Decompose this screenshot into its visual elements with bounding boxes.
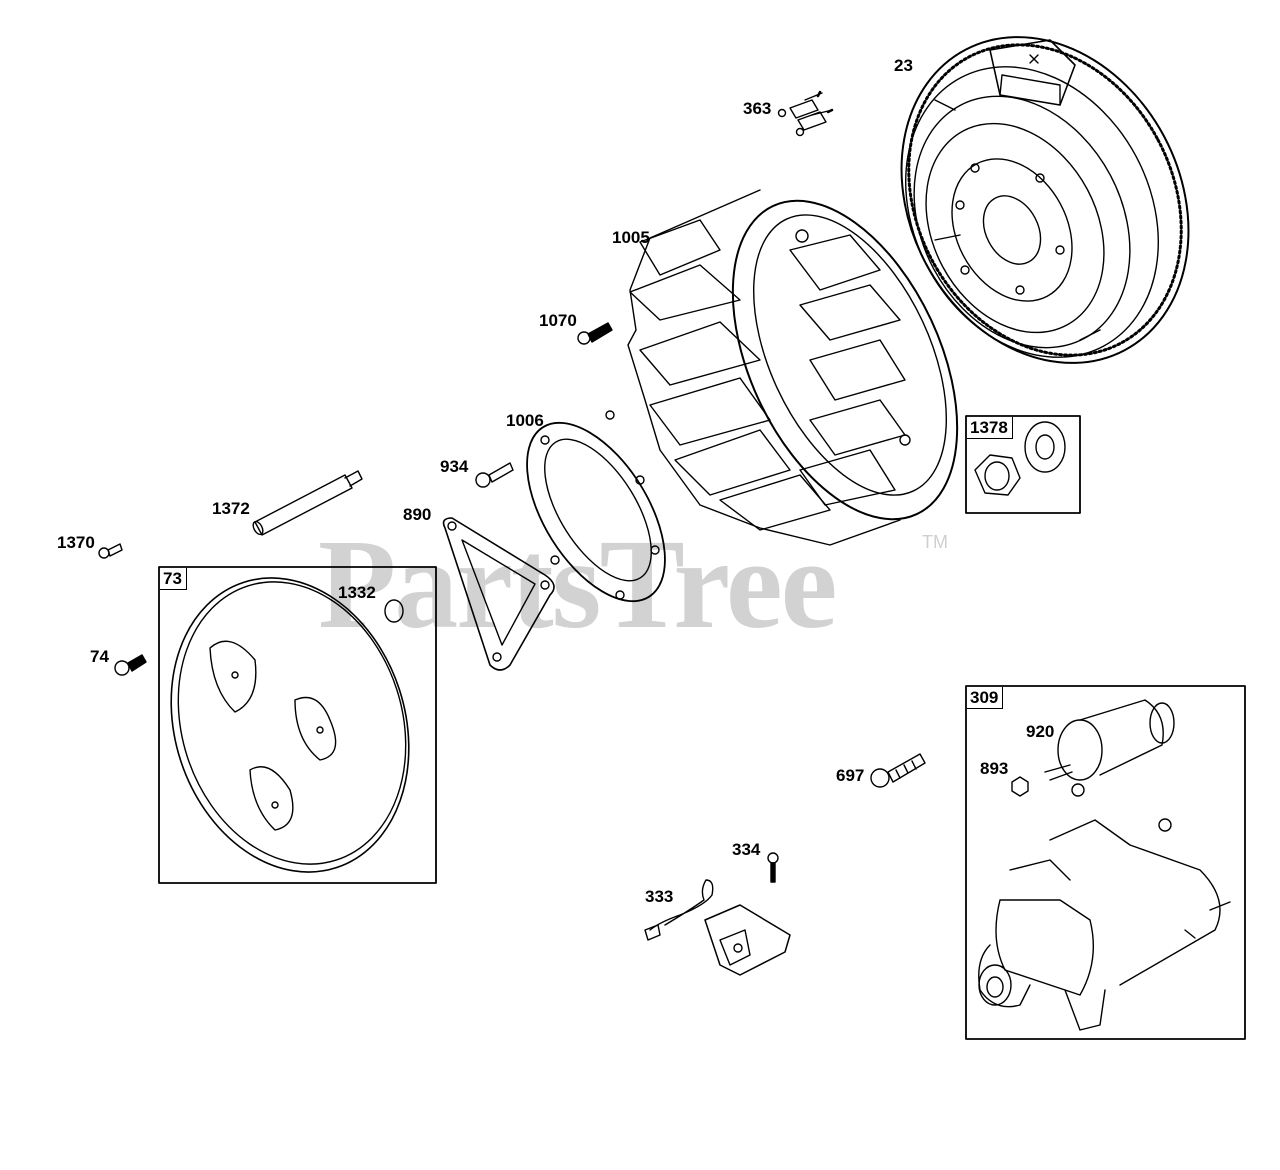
washer-part-1332[interactable] xyxy=(384,599,404,623)
spacer-part-1372[interactable] xyxy=(251,470,363,536)
callout-1070[interactable]: 1070 xyxy=(539,311,577,330)
screw-part-1370[interactable] xyxy=(98,543,123,559)
box-label-1378[interactable]: 1378 xyxy=(967,417,1013,439)
callout-363[interactable]: 363 xyxy=(743,99,772,118)
callout-1372[interactable]: 1372 xyxy=(212,499,250,518)
callout-890[interactable]: 890 xyxy=(403,505,432,524)
callout-74[interactable]: 74 xyxy=(90,647,109,666)
fan-part-1005[interactable] xyxy=(627,166,1003,554)
bolt-part-697[interactable] xyxy=(870,753,926,788)
callout-697[interactable]: 697 xyxy=(836,766,865,785)
callout-934[interactable]: 934 xyxy=(440,457,469,476)
callout-333[interactable]: 333 xyxy=(645,887,674,906)
box-309[interactable] xyxy=(965,685,1246,1040)
ignition-coil-part-333[interactable] xyxy=(644,879,791,976)
bolt-part-1070[interactable] xyxy=(577,322,613,345)
box-label-309[interactable]: 309 xyxy=(967,687,1004,709)
callout-893[interactable]: 893 xyxy=(980,759,1009,778)
callout-23[interactable]: 23 xyxy=(894,56,913,75)
screw-part-334[interactable] xyxy=(767,852,779,883)
box-1378[interactable] xyxy=(965,415,1081,514)
plate-part-1006[interactable] xyxy=(499,400,693,625)
box-label-73[interactable]: 73 xyxy=(160,568,187,590)
screw-part-74[interactable] xyxy=(114,654,147,676)
callout-1332[interactable]: 1332 xyxy=(338,583,376,602)
box-73[interactable] xyxy=(134,547,445,903)
bolt-part-934[interactable] xyxy=(475,462,514,488)
bracket-part-890[interactable] xyxy=(442,517,555,671)
flywheel-part-23[interactable] xyxy=(846,0,1244,413)
trademark-mark: TM xyxy=(922,532,948,552)
callout-1370[interactable]: 1370 xyxy=(57,533,95,552)
callout-920[interactable]: 920 xyxy=(1026,722,1055,741)
callout-1006[interactable]: 1006 xyxy=(506,411,544,430)
callout-334[interactable]: 334 xyxy=(732,840,761,859)
callout-1005[interactable]: 1005 xyxy=(612,228,650,247)
ground-bracket-part-363[interactable] xyxy=(777,90,834,137)
watermark-text: PartsTree xyxy=(318,513,837,655)
